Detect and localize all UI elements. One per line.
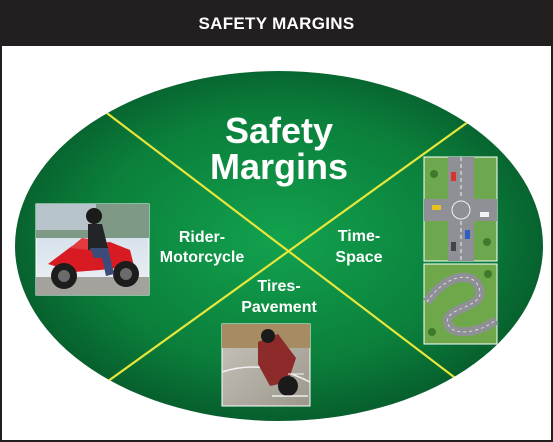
label-time-line1: Time- [338,228,380,245]
diagram-title-line2: Margins [210,146,348,187]
label-tires-line1: Tires- [257,278,300,295]
label-rider-line2: Motorcycle [160,249,245,266]
divider-line-a [65,81,501,413]
diagram-title-line1: Safety [225,110,333,151]
header-title: SAFETY MARGINS [198,14,355,33]
divider-line-b [85,121,469,398]
winding-road-aerial-photo [423,263,499,345]
label-time-line2: Space [335,249,382,266]
header-bar: SAFETY MARGINS [2,2,551,46]
safety-margins-ellipse [15,71,543,421]
intersection-aerial-photo [423,156,498,262]
motorcycle-rider-photo [35,203,150,296]
cornering-rider-photo [221,323,311,407]
label-rider-line1: Rider- [179,229,225,246]
divider-lines [65,81,501,413]
label-tires-line2: Pavement [241,299,317,316]
